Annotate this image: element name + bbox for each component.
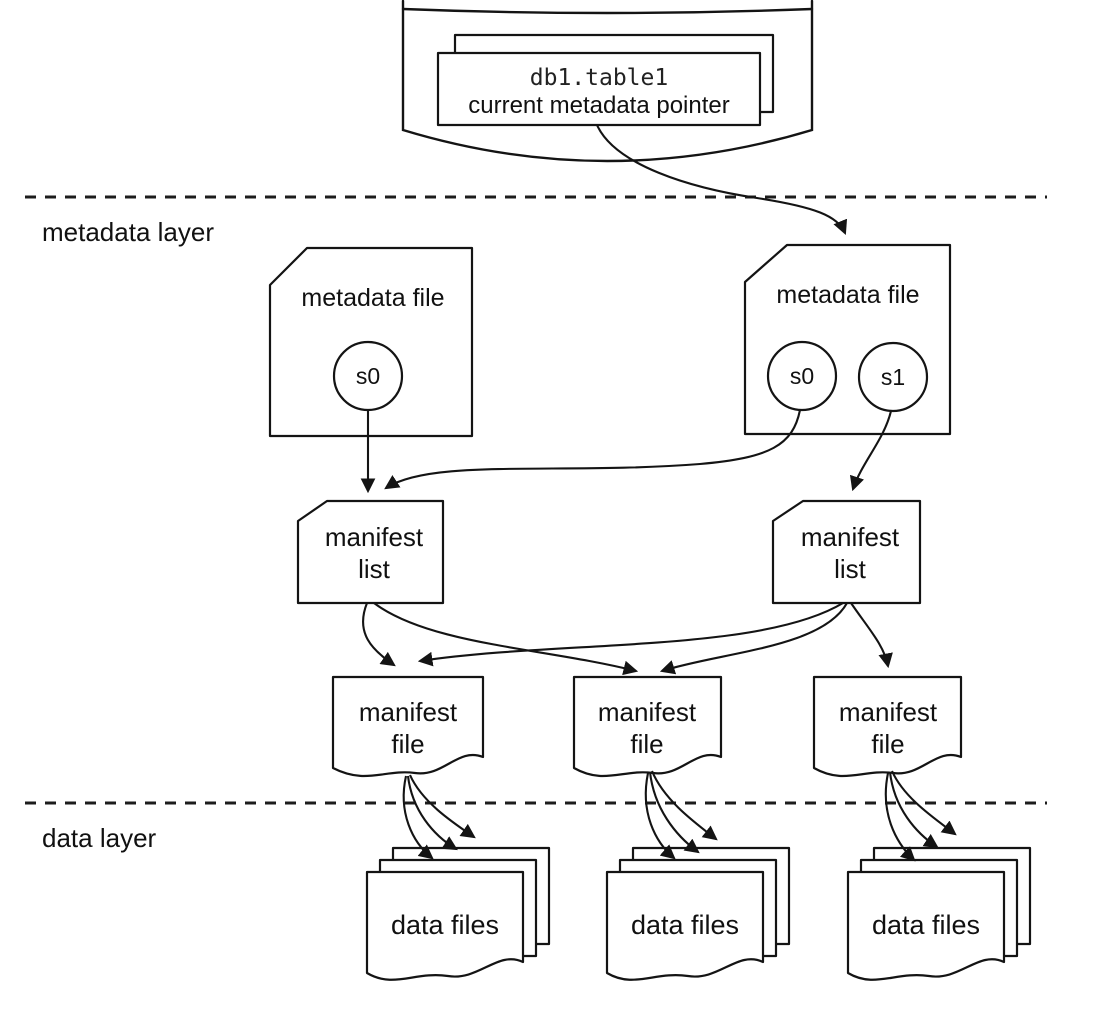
manifest-file-2: manifest file xyxy=(572,675,723,778)
arrow-manifest-file-1-to-data-files-a xyxy=(402,775,434,860)
manifest-file-1-label-1: manifest xyxy=(359,697,458,727)
manifest-list-left-label-2: list xyxy=(358,554,391,584)
data-files-stack-3-front xyxy=(846,870,1006,981)
arrow-manifest-file-3-to-data-files-b xyxy=(888,771,939,849)
arrow-manifest-list-right-to-manifest-file-2 xyxy=(659,602,848,675)
metadata-pointer-card-front xyxy=(436,51,762,127)
manifest-list-right-label-1: manifest xyxy=(801,522,900,552)
metadata-file-left: metadata file s0 xyxy=(268,246,474,438)
snapshot-s0-right-circle xyxy=(766,340,838,412)
manifest-file-3-label-2: file xyxy=(871,729,904,759)
catalog-cylinder-top-arc xyxy=(401,7,814,15)
arrow-manifest-file-2-to-data-files-b xyxy=(648,771,700,854)
diagram-arrows xyxy=(360,124,957,862)
manifest-file-1-shape xyxy=(331,675,485,778)
metadata-file-right-shape xyxy=(743,243,952,436)
arrow-manifest-list-left-to-manifest-file-1 xyxy=(362,602,396,667)
manifest-list-right: manifest list xyxy=(771,499,922,605)
arrow-manifest-file-3-to-data-files-a xyxy=(884,772,916,862)
data-files-stack-1: data files xyxy=(365,846,551,981)
catalog-cylinder-body xyxy=(401,0,814,163)
data-layer-label: data layer xyxy=(42,823,157,853)
arrow-manifest-list-left-to-manifest-file-2 xyxy=(373,602,639,676)
arrow-manifest-list-right-to-manifest-file-3 xyxy=(850,602,893,669)
manifest-file-2-label-1: manifest xyxy=(598,697,697,727)
manifest-file-1: manifest file xyxy=(331,675,485,778)
arrow-manifest-file-2-to-data-files-a xyxy=(644,772,676,860)
arrow-s0-right-to-manifest-list-left xyxy=(384,409,802,490)
current-metadata-pointer-label: current metadata pointer xyxy=(468,92,729,119)
metadata-layer-label: metadata layer xyxy=(42,217,214,247)
manifest-list-right-label-2: list xyxy=(834,554,867,584)
arrow-pointer-to-metadata-file-right xyxy=(596,124,848,236)
data-files-stack-1-label: data files xyxy=(391,910,499,940)
metadata-file-left-label: metadata file xyxy=(301,284,444,312)
data-files-stack-2: data files xyxy=(605,846,791,981)
manifest-file-1-label-2: file xyxy=(391,729,424,759)
arrow-manifest-file-3-to-data-files-c xyxy=(891,770,957,836)
data-files-stack-1-front xyxy=(365,870,525,981)
manifest-list-left: manifest list xyxy=(296,499,445,605)
manifest-file-3: manifest file xyxy=(812,675,963,778)
manifest-list-right-shape xyxy=(771,499,922,605)
snapshot-s1-label: s1 xyxy=(881,364,905,390)
data-files-stack-3-label: data files xyxy=(872,910,980,940)
catalog-shape: db1.table1 current metadata pointer xyxy=(401,0,814,163)
manifest-list-left-label-1: manifest xyxy=(325,522,424,552)
manifest-file-2-label-2: file xyxy=(630,729,663,759)
arrow-manifest-file-1-to-data-files-c xyxy=(409,774,476,839)
data-files-stack-3: data files xyxy=(846,846,1032,981)
arrow-manifest-file-2-to-data-files-c xyxy=(651,770,718,841)
catalog-table-name: db1.table1 xyxy=(530,65,668,91)
arrow-s1-to-manifest-list-right xyxy=(849,410,893,492)
snapshot-s0-right-label: s0 xyxy=(790,363,814,389)
data-files-stack-2-label: data files xyxy=(631,910,739,940)
snapshot-s0-left-label: s0 xyxy=(356,363,380,389)
metadata-file-right: metadata file s0 s1 xyxy=(743,243,952,436)
snapshot-s1-circle xyxy=(857,341,929,413)
manifest-file-3-label-1: manifest xyxy=(839,697,938,727)
data-files-stack-2-front xyxy=(605,870,765,981)
arrow-manifest-file-1-to-data-files-b xyxy=(406,775,458,851)
metadata-file-right-label: metadata file xyxy=(776,281,919,309)
arrow-manifest-list-right-to-manifest-file-1 xyxy=(417,602,844,667)
manifest-list-left-shape xyxy=(296,499,445,605)
